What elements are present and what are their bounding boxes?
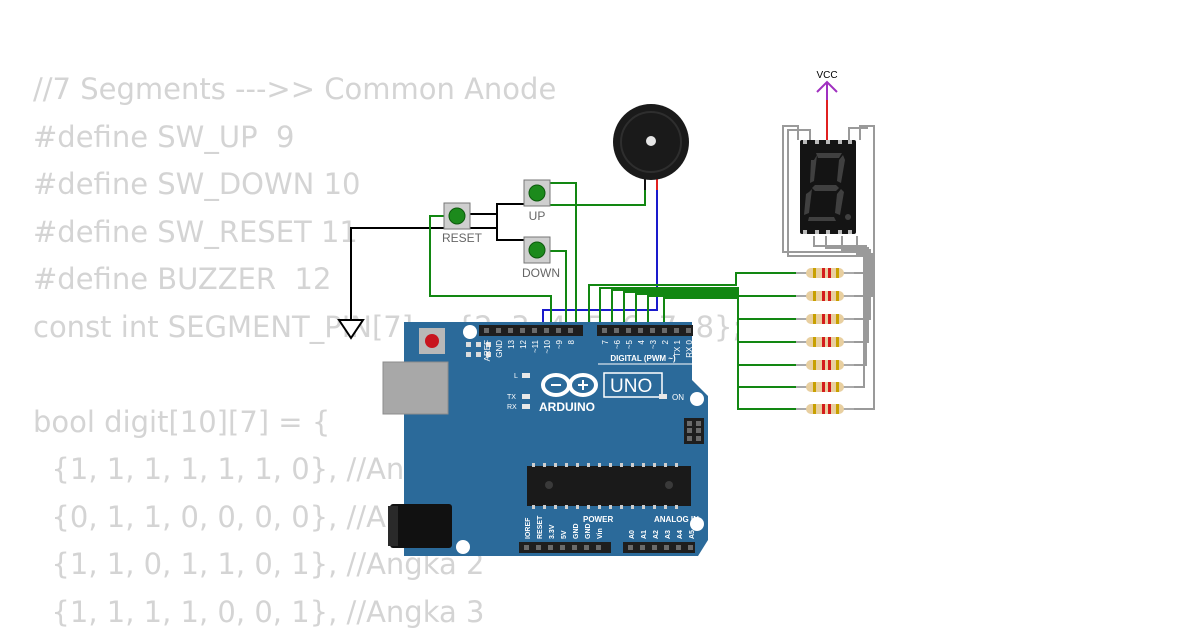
- resistor: [796, 291, 854, 301]
- pin-label: ~3: [649, 339, 658, 349]
- reset-button[interactable]: RESET: [442, 203, 483, 245]
- wire-seg-1: [589, 273, 800, 330]
- pin-label: A4: [677, 530, 684, 539]
- pin-label: 12: [519, 339, 528, 348]
- pin-label: 3.3V: [549, 524, 556, 539]
- pin-label: GND: [573, 523, 580, 539]
- pin-label: ~11: [531, 339, 540, 353]
- pin-label: ~9: [555, 339, 564, 349]
- ground-icon: [339, 300, 363, 338]
- buzzer: [613, 104, 689, 190]
- pin-label: 7: [601, 339, 610, 344]
- l-label: L: [514, 373, 518, 380]
- resistor: [796, 268, 854, 278]
- pin-label: A2: [653, 530, 660, 539]
- seven-segment-display: [800, 140, 856, 234]
- pin-label: A0: [629, 530, 636, 539]
- pin-label: Vin: [597, 528, 604, 539]
- pin-label: AREF: [483, 340, 492, 361]
- digital-header: DIGITAL (PWM ~): [610, 354, 676, 363]
- tx-label: TX: [507, 394, 516, 401]
- brand-label: ARDUINO: [539, 400, 595, 414]
- resistor: [796, 404, 854, 414]
- wire-ground-down: [497, 228, 524, 240]
- pin-label: 8: [567, 339, 576, 344]
- analog-header: ANALOG IN: [654, 515, 699, 524]
- wire-ground: [351, 214, 497, 300]
- reset-button-label: RESET: [442, 231, 483, 245]
- down-button[interactable]: DOWN: [522, 237, 560, 280]
- down-button-label: DOWN: [522, 266, 560, 280]
- up-button[interactable]: UP: [524, 180, 550, 223]
- on-label: ON: [672, 393, 684, 402]
- pin-label: RESET: [537, 515, 544, 539]
- pin-label: GND: [585, 523, 592, 539]
- model-label: UNO: [610, 376, 652, 397]
- pin-label: A5: [689, 530, 696, 539]
- pin-label: IOREF: [525, 517, 532, 539]
- pin-label: ~5: [625, 339, 634, 349]
- power-header: POWER: [583, 515, 613, 524]
- pin-label: A3: [665, 530, 672, 539]
- vcc-label: VCC: [816, 70, 837, 81]
- vcc-symbol: VCC: [816, 70, 837, 100]
- up-button-label: UP: [529, 209, 546, 223]
- resistor: [796, 337, 854, 347]
- resistor: [796, 382, 854, 392]
- resistors: [796, 268, 854, 414]
- pin-label: RX 0: [685, 339, 694, 357]
- pin-label: 13: [507, 339, 516, 348]
- resistor: [796, 314, 854, 324]
- rx-label: RX: [507, 404, 517, 411]
- pin-label: GND: [495, 340, 504, 358]
- pin-label: 4: [637, 339, 646, 344]
- wire-ground-up: [497, 204, 524, 214]
- pin-label: 2: [661, 339, 670, 344]
- pin-label: A1: [641, 530, 648, 539]
- pin-label: 5V: [561, 530, 568, 539]
- resistor: [796, 360, 854, 370]
- pin-label: ~6: [613, 339, 622, 349]
- pin-label: ~10: [543, 339, 552, 353]
- wire-down: [550, 251, 566, 330]
